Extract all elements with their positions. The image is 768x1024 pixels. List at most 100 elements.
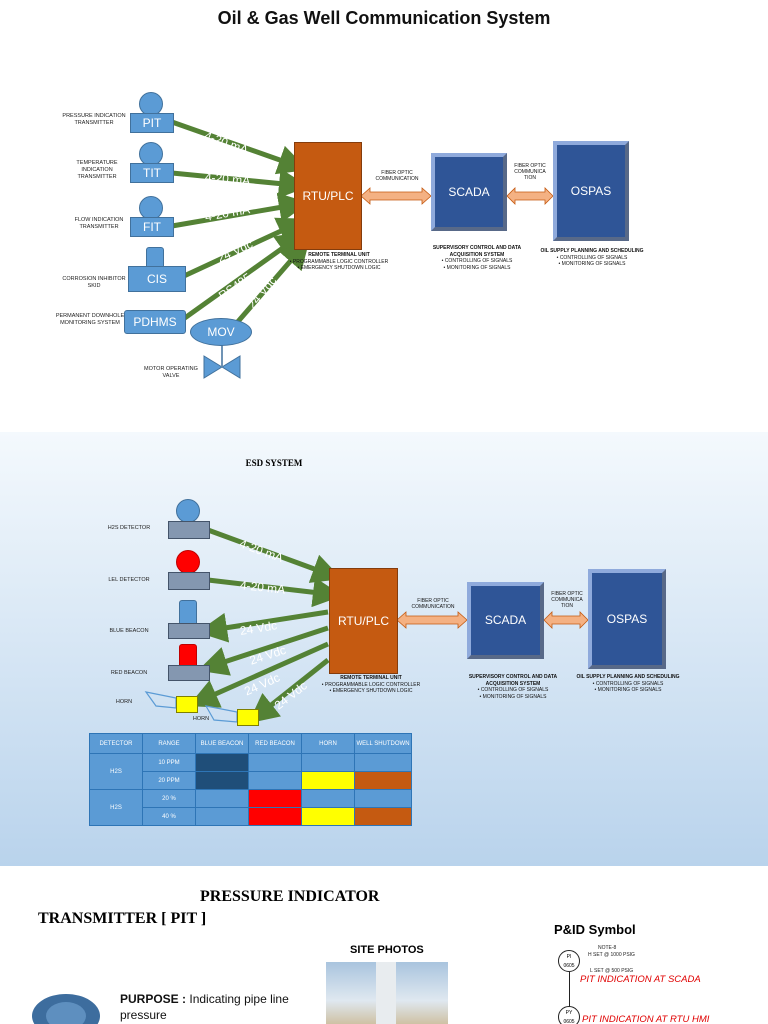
range-cell: 10 PPM: [142, 753, 196, 772]
table-row: H2S 10 PPM: [89, 753, 412, 790]
col-blue-beacon: BLUE BEACON: [195, 733, 249, 754]
pid-line: [569, 972, 570, 1008]
red-beacon-base: [168, 665, 210, 681]
table-row: H2S 20 %: [89, 789, 412, 826]
status-cell: [248, 753, 302, 772]
range-cell: 40 %: [142, 807, 196, 826]
pdhms-label: PERMANENT DOWNHOLE MONITORING SYSTEM: [55, 313, 125, 326]
col-detector: DETECTOR: [89, 733, 143, 754]
pid-scada-note: PIT INDICATION AT SCADA: [580, 974, 701, 985]
fiber-label-1: FIBER OPTIC COMMUNICATION: [375, 170, 419, 182]
horn-2-label: HORN: [192, 716, 210, 722]
esd-ospas-caption: OIL SUPPLY PLANNING AND SCHEDULING CONTR…: [576, 674, 680, 694]
status-cell: [248, 807, 302, 826]
esd-wire-horn1: [188, 641, 330, 708]
table-header-row: DETECTOR RANGE BLUE BEACON RED BEACON HO…: [89, 733, 412, 754]
horn-2-box: [237, 709, 259, 726]
esd-fiber-label-1: FIBER OPTIC COMMUNICATION: [411, 598, 455, 610]
cis-label: CORROSION INHIBITOR SKID: [62, 276, 126, 289]
horn-1-box: [176, 696, 198, 713]
status-cell: [195, 789, 249, 808]
wire-fit: [171, 192, 309, 229]
rtu-plc-block: RTU/PLC: [294, 142, 362, 250]
esd-wire-blue: [197, 609, 329, 643]
table-row: 40 %: [90, 807, 412, 826]
blue-beacon-base: [168, 623, 210, 639]
section-pit-detail: PRESSURE INDICATOR TRANSMITTER [ PIT ] S…: [0, 866, 768, 1024]
fit-head-icon: [139, 196, 163, 220]
pid-symbol-title: P&ID Symbol: [554, 922, 636, 937]
section-well-communication: Oil & Gas Well Communication System PIT …: [0, 0, 768, 432]
h2s-detector-icon: [176, 499, 200, 523]
esd-wire-lel: [207, 577, 343, 608]
fiber-arrow-1: [360, 187, 432, 205]
pit-title-line2: TRANSMITTER [ PIT ]: [38, 910, 207, 927]
status-cell: [301, 807, 355, 826]
mov-ellipse: MOV: [190, 318, 252, 346]
page-title: Oil & Gas Well Communication System: [217, 8, 551, 28]
rtu-caption: REMOTE TERMINAL UNIT PROGRAMMABLE LOGIC …: [274, 252, 404, 272]
status-cell: [354, 753, 412, 772]
fit-label: FLOW INDICATION TRANSMITTER: [74, 217, 124, 230]
col-well-shutdown: WELL SHUTDOWN: [354, 733, 412, 754]
h2s-detector-base: [168, 521, 210, 539]
pid-note: NOTE-8: [598, 945, 617, 951]
esd-wire-horn2: [248, 658, 330, 724]
valve-icon: [203, 355, 241, 379]
status-cell: [301, 753, 355, 772]
pit-head-icon: [139, 92, 163, 116]
status-cell: [301, 789, 355, 808]
esd-title: ESD SYSTEM: [245, 458, 303, 468]
pit-label: PRESSURE INDICATION TRANSMITTER: [62, 113, 126, 126]
range-cell: 20 PPM: [142, 771, 196, 790]
status-cell: [248, 789, 302, 808]
h2s-detector-label: H2S DETECTOR: [107, 525, 151, 531]
esd-scada-caption: SUPERVISORY CONTROL AND DATA ACQUISITION…: [454, 674, 572, 700]
tit-label: TEMPERATURE INDICATION TRANSMITTER: [76, 160, 118, 180]
col-red-beacon: RED BEACON: [248, 733, 302, 754]
site-photo: [326, 962, 448, 1024]
col-horn: HORN: [301, 733, 355, 754]
detector-cell: H2S: [89, 753, 143, 790]
fiber-label-2: FIBER OPTIC COMMUNICA TION: [514, 163, 546, 181]
pid-rtu-note: PIT INDICATION AT RTU HMI: [582, 1014, 710, 1024]
pdhms-box: PDHMS: [124, 310, 186, 334]
wire-pdhms: [180, 231, 307, 323]
mov-label: MOTOR OPERATING VALVE: [144, 366, 198, 379]
transmitter-photo-icon: [32, 994, 100, 1024]
esd-fiber-arrow-1: [396, 611, 468, 629]
esd-scada-block: SCADA: [467, 582, 544, 659]
tit-box: TIT: [130, 163, 174, 183]
status-cell: [354, 789, 412, 808]
esd-ospas-block: OSPAS: [588, 569, 666, 669]
pit-box: PIT: [130, 113, 174, 133]
esd-fiber-arrow-2: [543, 611, 589, 629]
ospas-caption: OIL SUPPLY PLANNING AND SCHEDULING CONTR…: [540, 248, 644, 268]
horn-1-label: HORN: [115, 699, 133, 705]
pid-hset: H SET @ 1000 PSIG: [588, 952, 635, 958]
horn-icon-1: [144, 691, 177, 709]
esd-rtu-caption: REMOTE TERMINAL UNIT PROGRAMMABLE LOGIC …: [306, 675, 436, 695]
esd-rtu-block: RTU/PLC: [329, 568, 398, 674]
status-cell: [301, 771, 355, 790]
status-cell: [354, 807, 412, 826]
fiber-arrow-2: [506, 187, 554, 205]
wiring-diagram: [171, 119, 554, 379]
esd-wire-h2s: [207, 527, 343, 583]
pid-lset: L SET @ 500 PSIG: [590, 968, 634, 974]
status-cell: [248, 771, 302, 790]
esd-wire-red: [197, 625, 329, 676]
purpose-text: PURPOSE : Indicating pipe line pressure: [120, 992, 289, 1022]
fit-box: FIT: [130, 217, 174, 237]
scada-block: SCADA: [431, 153, 507, 231]
status-cell: [195, 807, 249, 826]
ospas-block: OSPAS: [553, 141, 629, 241]
lel-detector-label: LEL DETECTOR: [108, 577, 150, 583]
wire-tit: [171, 168, 309, 199]
pit-title-line1: PRESSURE INDICATOR: [200, 888, 380, 905]
blue-beacon-label: BLUE BEACON: [109, 628, 149, 634]
col-range: RANGE: [142, 733, 196, 754]
status-cell: [195, 771, 249, 790]
lel-detector-icon: [176, 550, 200, 574]
